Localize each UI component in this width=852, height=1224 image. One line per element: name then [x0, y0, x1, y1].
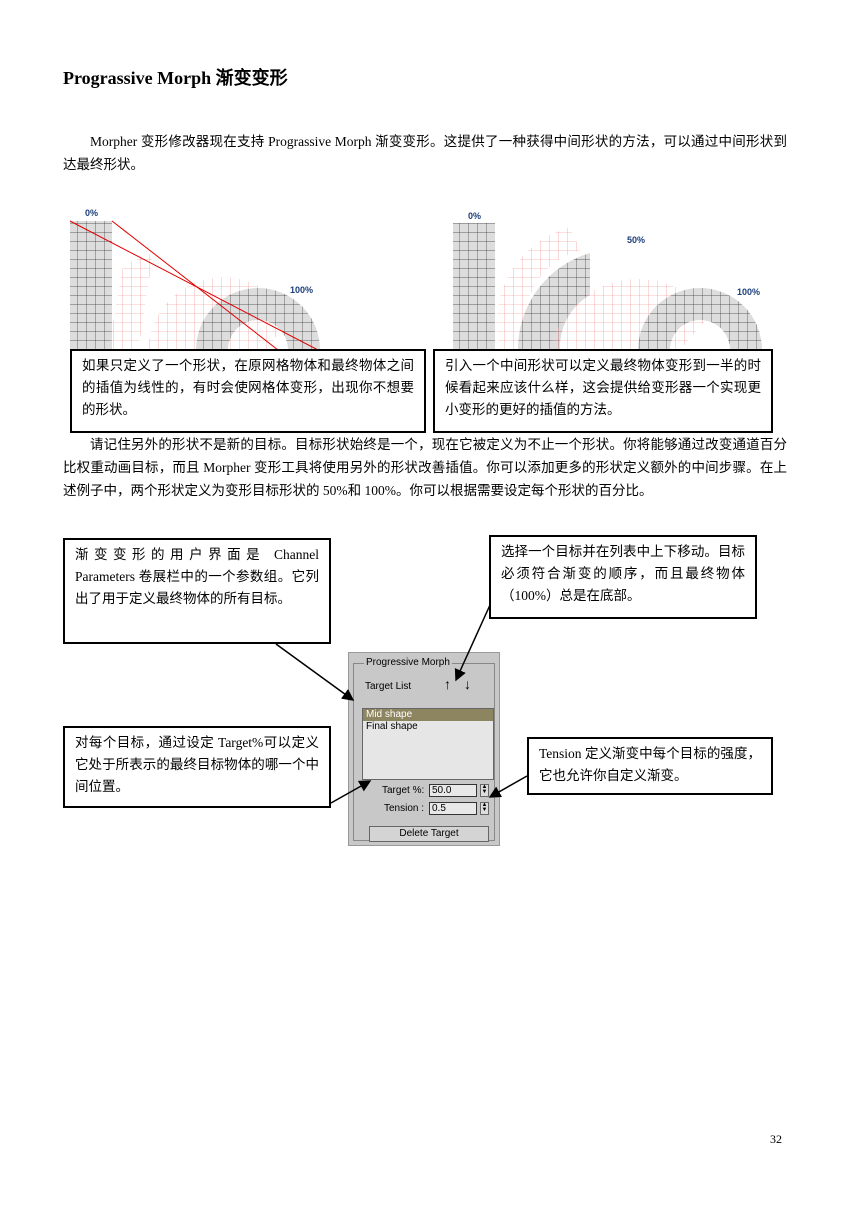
tension-spinner[interactable]: ▲▼	[480, 802, 489, 815]
callout-move: 选择一个目标并在列表中上下移动。目标必须符合渐变的顺序，而且最终物体（100%）…	[489, 535, 757, 619]
callout-tension: Tension 定义渐变中每个目标的强度，它也允许你自定义渐变。	[527, 737, 773, 795]
linear-morph-figure: 0% 100%	[69, 208, 320, 350]
target-percent-spinner[interactable]: ▲▼	[480, 784, 489, 797]
delete-target-button[interactable]: Delete Target	[369, 826, 489, 842]
arrow-ui	[275, 643, 355, 701]
intro-paragraph: Morpher 变形修改器现在支持 Prograssive Morph 渐变变形…	[63, 134, 787, 172]
progressive-morph-group: Progressive Morph Target List ↑ ↓ Mid sh…	[353, 657, 495, 842]
group-title: Progressive Morph	[364, 657, 452, 668]
section-title: Prograssive Morph 渐变变形	[63, 68, 288, 88]
body-paragraph: 请记住另外的形状不是新的目标。目标形状始终是一个，现在它被定义为不止一个形状。你…	[63, 437, 787, 498]
label-100-percent: 100%	[290, 285, 313, 295]
target-list[interactable]: Mid shape Final shape	[362, 708, 494, 780]
move-up-icon[interactable]: ↑	[444, 676, 451, 692]
target-percent-input[interactable]: 50.0	[429, 784, 477, 797]
right-figure-caption: 引入一个中间形状可以定义最终物体变形到一半的时候看起来应该什么样，这会提供给变形…	[433, 349, 773, 433]
label-0-percent: 0%	[468, 211, 481, 221]
list-item[interactable]: Mid shape	[363, 709, 493, 721]
target-percent-label: Target %:	[382, 785, 425, 796]
callout-ui: 渐变变形的用户界面是 Channel Parameters 卷展栏中的一个参数组…	[63, 538, 331, 644]
progressive-morph-panel: Progressive Morph Target List ↑ ↓ Mid sh…	[348, 652, 500, 846]
label-50-percent: 50%	[627, 235, 645, 245]
tension-input[interactable]: 0.5	[429, 802, 477, 815]
callout-target: 对每个目标，通过设定 Target%可以定义它处于所表示的最终目标物体的哪一个中…	[63, 726, 331, 808]
label-0-percent: 0%	[85, 208, 98, 218]
move-down-icon[interactable]: ↓	[464, 676, 471, 692]
target-list-label: Target List	[365, 681, 412, 692]
progressive-morph-figure: 0% 50% 100%	[453, 211, 762, 350]
left-figure-caption: 如果只定义了一个形状，在原网格物体和最终物体之间的插值为线性的，有时会使网格体变…	[70, 349, 426, 433]
page-number: 32	[770, 1132, 782, 1146]
list-item[interactable]: Final shape	[366, 721, 418, 732]
tension-label: Tension :	[384, 803, 425, 814]
label-100-percent: 100%	[737, 287, 760, 297]
